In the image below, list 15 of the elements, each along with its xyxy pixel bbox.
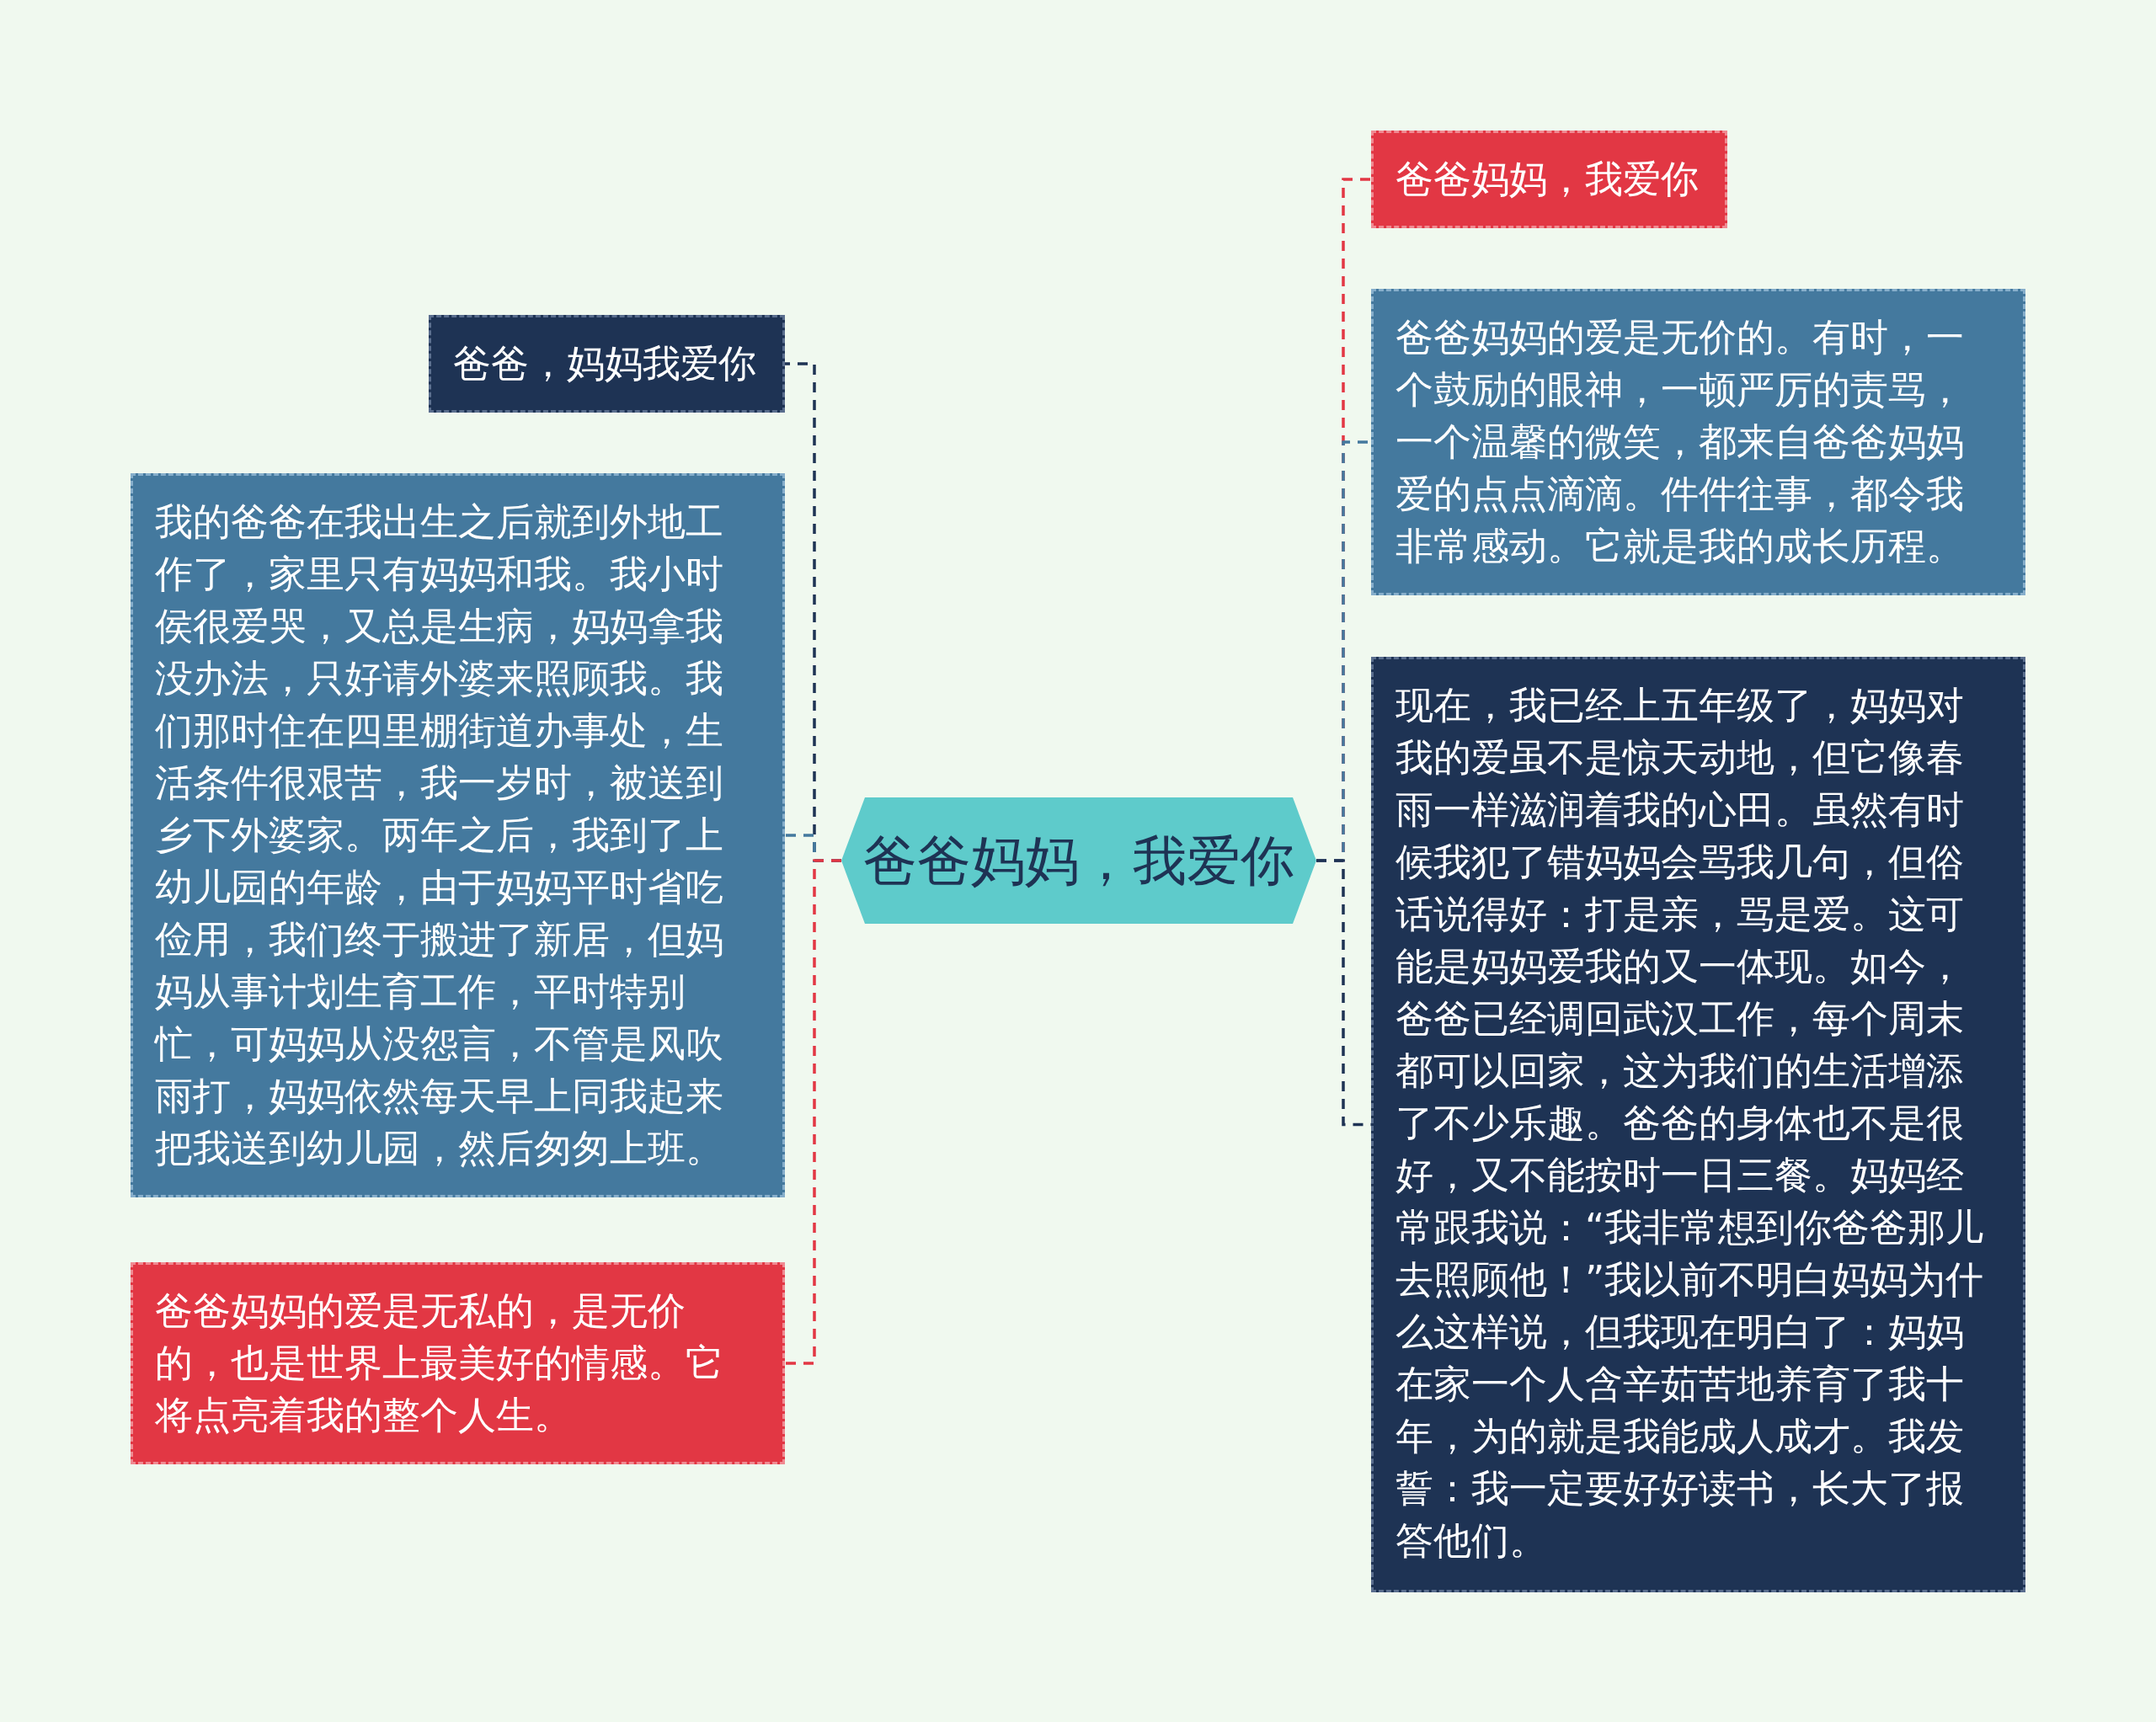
topic-text: 爸爸妈妈，我爱你 bbox=[1396, 156, 1700, 203]
topic-box bbox=[1371, 131, 1727, 228]
topic-box bbox=[1371, 289, 2025, 595]
central-topic-hexagon bbox=[841, 797, 1316, 924]
central-topic-text: 爸爸妈妈，我爱你 bbox=[863, 834, 1294, 887]
topic-box bbox=[1371, 657, 2025, 1592]
topic-text: 现在，我已经上五年级了，妈妈对我的爱虽不是惊天动地，但它像春雨一样滋润着我的心田。虽然有时候我犯了错妈妈会骂我几句，但俗话说得好：打是亲，骂是爱。这可能是妈妈爱我的又一体现。如今，爸爸已经调回武汉工作，每个周末都可以回家，这为我们的生活增添了不少乐趣。爸爸的身体也不是很好，又不能按时一日三餐。妈妈经常跟我说：“我非常想到你爸爸那儿去照顾他！”我以前不明白妈妈为什么这样说，但我现在明白了：妈妈在家一个人含辛茹苦地养育了我十年，为的就是我能成人成才。我发誓：我一定要好好读书，长大了报答他们。 bbox=[1396, 682, 1985, 1565]
topic-text: 爸爸妈妈的爱是无价的。有时，一个鼓励的眼神，一顿严厉的责骂，一个温馨的微笑，都来自爸爸妈妈爱的点点滴滴。件件往事，都令我非常感动。它就是我的成长历程。 bbox=[1396, 314, 1965, 570]
topic-text: 爸爸妈妈的爱是无私的，是无价的，也是世界上最美好的情感。它将点亮着我的整个人生。 bbox=[155, 1288, 724, 1439]
topic-box bbox=[131, 1262, 785, 1464]
topic-box bbox=[131, 473, 785, 1197]
topic-text: 爸爸，妈妈我爱你 bbox=[453, 340, 757, 387]
topic-text: 我的爸爸在我出生之后就到外地工作了，家里只有妈妈和我。我小时侯很爱哭，又总是生病，妈妈拿我没办法，只好请外婆来照顾我。我们那时住在四里棚街道办事处，生活条件很艰苦，我一岁时，被送到乡下外婆家。两年之后，我到了上幼儿园的年龄，由于妈妈平时省吃俭用，我们终于搬进了新居，但妈妈从事计划生育工作，平时特别忙，可妈妈从没怨言，不管是风吹雨打，妈妈依然每天早上同我起来把我送到幼儿园，然后匆匆上班。 bbox=[155, 498, 724, 1172]
topic-box bbox=[429, 315, 785, 413]
connector-line bbox=[785, 859, 841, 1365]
